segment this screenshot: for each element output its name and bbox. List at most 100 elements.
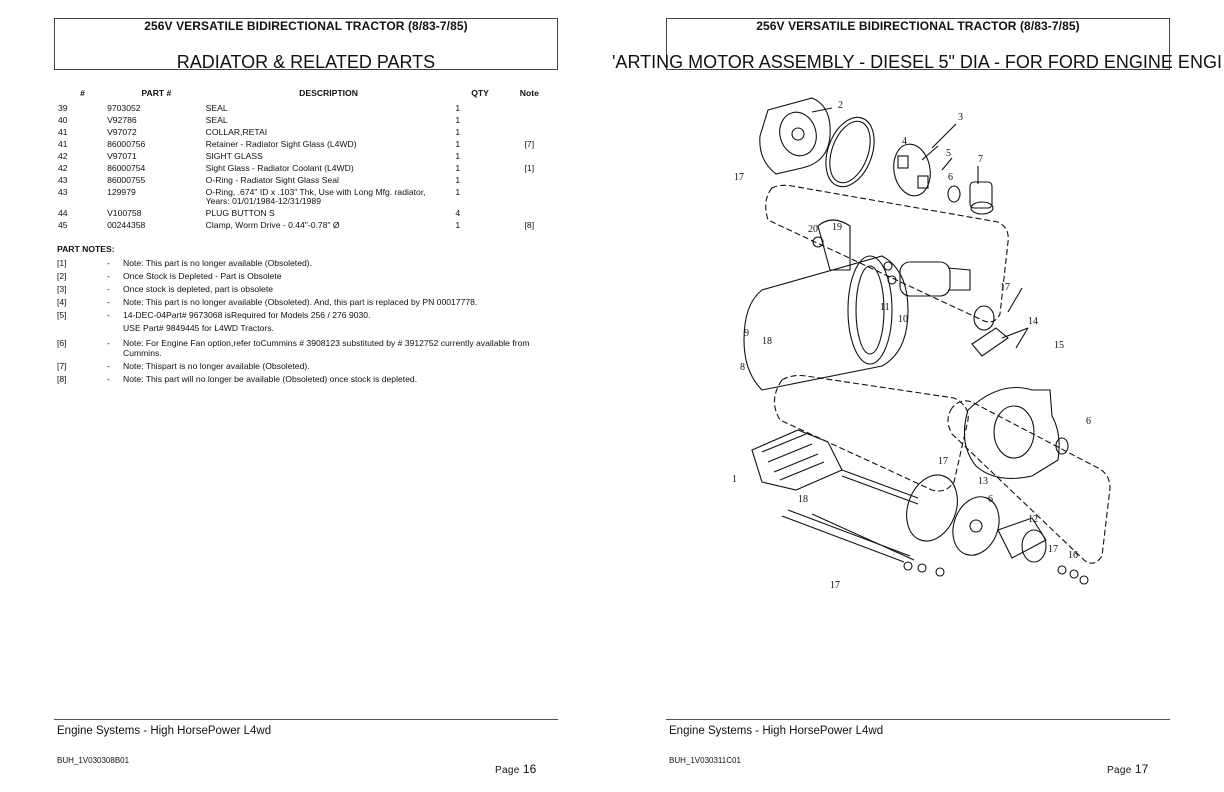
footer-system: Engine Systems - High HorsePower L4wd: [57, 725, 272, 737]
cell-num: 43: [58, 186, 68, 197]
callout-17a: 17: [734, 172, 744, 183]
parts-table-header: # PART # DESCRIPTION QTY Note: [54, 86, 554, 102]
note-id: [8]: [57, 374, 67, 384]
cell-num: 45: [58, 219, 68, 230]
cell-qty: 1: [455, 138, 461, 149]
cell-note: [505, 207, 554, 219]
cell-num: 41: [58, 138, 68, 149]
callout-10: 10: [898, 314, 908, 325]
cell-description: SEAL: [205, 114, 228, 125]
footer-code: BUH_1V030308B01: [57, 756, 130, 765]
cell-note: [505, 126, 554, 138]
note-dash: -: [107, 338, 110, 348]
col-header-num: #: [80, 88, 85, 98]
part-note: [4]-Note: This part is no longer availab…: [57, 297, 557, 307]
cell-note: [505, 186, 554, 207]
callout-11: 11: [880, 302, 890, 313]
callout-6a: 6: [948, 172, 953, 183]
note-id: [6]: [57, 338, 67, 348]
note-dash: -: [107, 310, 110, 320]
cell-qty: 1: [455, 114, 461, 125]
part-note: [1]-Note: This part is no longer availab…: [57, 258, 557, 268]
note-dash: -: [107, 258, 110, 268]
section-title: RADIATOR & RELATED PARTS: [176, 52, 436, 72]
right-page: 256V VERSATILE BIDIRECTIONAL TRACTOR (8/…: [612, 0, 1224, 792]
callout-6b: 6: [1086, 416, 1091, 427]
cell-note: [505, 150, 554, 162]
col-header-description: DESCRIPTION: [299, 88, 358, 98]
callout-18a: 18: [762, 336, 772, 347]
part-notes-list: [1]-Note: This part is no longer availab…: [57, 258, 557, 387]
header-box: [666, 18, 1170, 70]
cell-description: COLLAR,RETAI: [205, 126, 268, 137]
cell-note: [8]: [524, 219, 535, 230]
part-note: [7]-Note: Thispart is no longer availabl…: [57, 361, 557, 371]
callout-3: 3: [958, 112, 963, 123]
col-header-part: PART #: [141, 88, 172, 98]
callout-5: 5: [946, 148, 951, 159]
callout-2: 2: [838, 100, 843, 111]
footer-code: BUH_1V030311C01: [669, 756, 741, 765]
header-title: 256V VERSATILE BIDIRECTIONAL TRACTOR (8/…: [144, 19, 468, 33]
note-text: Once stock is depleted, part is obsolete: [123, 284, 273, 294]
cell-part-number: 9703052: [107, 102, 141, 113]
cell-qty: 1: [455, 186, 461, 197]
note-text: Once Stock is Depleted - Part is Obsolet…: [123, 271, 282, 281]
callout-20: 20: [808, 224, 818, 235]
callout-18b: 18: [798, 494, 808, 505]
note-id: [2]: [57, 271, 67, 281]
part-note: [3]-Once stock is depleted, part is obso…: [57, 284, 557, 294]
callout-15: 15: [1054, 340, 1064, 351]
note-text: Note: For Engine Fan option,refer toCumm…: [123, 338, 530, 358]
cell-note: [505, 174, 554, 186]
cell-num: 41: [58, 126, 68, 137]
note-dash: -: [107, 271, 110, 281]
callout-9: 9: [744, 328, 749, 339]
callout-16: 16: [1068, 550, 1078, 561]
callout-17c: 17: [938, 456, 948, 467]
callout-17d: 17: [1048, 544, 1058, 555]
callout-8: 8: [740, 362, 745, 373]
callout-1: 1: [732, 474, 737, 485]
callout-6c: 6: [988, 494, 993, 505]
header-title: 256V VERSATILE BIDIRECTIONAL TRACTOR (8/…: [756, 19, 1080, 33]
cell-part-number: V92786: [107, 114, 137, 125]
callout-13: 12: [1028, 514, 1038, 525]
page-num: 17: [1134, 762, 1149, 776]
note-id: [5]: [57, 310, 67, 320]
note-text: 14-DEC-04Part# 9673068 isRequired for Mo…: [123, 310, 371, 320]
cell-description: O-Ring - Radiator Sight Glass Seal: [205, 174, 339, 185]
cell-qty: 1: [455, 126, 461, 137]
callout-12: 13: [978, 476, 988, 487]
part-note: [6] - Note: For Engine Fan option,refer to…: [57, 338, 557, 358]
cell-description: PLUG BUTTON S: [205, 207, 275, 218]
callout-17b: 17: [1000, 282, 1010, 293]
footer-page-number: Page 16: [495, 762, 536, 776]
page-word: Page: [1107, 765, 1132, 776]
cell-part-number: 86000754: [107, 162, 146, 173]
cell-num: 40: [58, 114, 68, 125]
cell-part-number: 00244358: [107, 219, 146, 230]
cell-num: 42: [58, 150, 68, 161]
cell-qty: 1: [455, 219, 461, 230]
cell-part-number: V97071: [107, 150, 137, 161]
cell-part-number: 129979: [107, 186, 136, 197]
cell-description: SIGHT GLASS: [205, 150, 263, 161]
part-notes-heading: PART NOTES:: [57, 244, 115, 254]
cell-num: 42: [58, 162, 68, 173]
cell-qty: 1: [455, 162, 461, 173]
cell-description: Retainer - Radiator Sight Glass (L4WD): [205, 138, 357, 149]
cell-description: Clamp, Worm Drive - 0.44"-0.78" Ø: [205, 219, 340, 230]
col-header-qty: QTY: [471, 88, 489, 98]
note-text: Note: This part is no longer available (…: [123, 258, 313, 268]
cell-part-number: V100758: [107, 207, 142, 218]
